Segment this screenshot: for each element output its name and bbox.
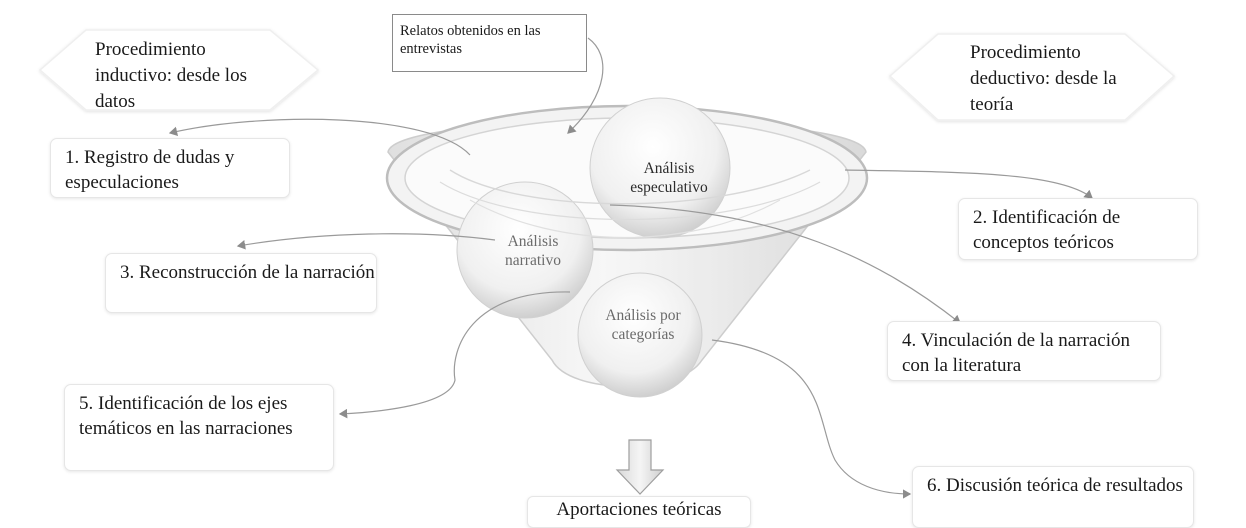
step-6-box: 6. Discusión teórica de resultados [912,466,1194,528]
sphere-categories [577,272,703,398]
sphere-speculative [589,97,731,239]
source-text: Relatos obtenidos en las entrevistas [400,23,541,57]
connector-step-3 [236,233,496,250]
label-categories: Análisis por categorías [605,307,681,343]
inductive-label: Procedimiento inductivo: desde los datos [95,39,247,112]
deductive-label: Procedimiento deductivo: desde la teoría [970,42,1117,115]
step-5-box: 5. Identificación de los ejes temáticos … [64,384,334,471]
source-box: Relatos obtenidos en las entrevistas [392,14,587,72]
connector-source [567,37,604,134]
output-arrow [615,439,665,495]
label-speculative: Análisis especulativo [630,160,708,196]
inductive-hexagon [38,29,320,111]
step-3-box: 3. Reconstrucción de la narración [105,253,377,313]
funnel-swirl-2 [439,181,821,221]
label-narrative: Análisis narrativo [505,233,561,269]
deductive-hexagon [888,33,1176,121]
step-2-box: 2. Identificación de conceptos teóricos [958,198,1198,260]
connector-step-5 [338,291,571,419]
connector-step-1 [168,118,471,156]
output-box: Aportaciones teóricas [527,496,751,528]
funnel-swirl-3 [469,199,781,238]
step-4-box: 4. Vinculación de la narración con la li… [887,321,1161,381]
step-1-box: 1. Registro de dudas y especulaciones [50,138,290,198]
connector-step-4 [609,204,961,324]
connector-step-6 [711,339,912,499]
funnel-swirl-1 [449,169,811,205]
connector-step-2 [844,169,1093,199]
